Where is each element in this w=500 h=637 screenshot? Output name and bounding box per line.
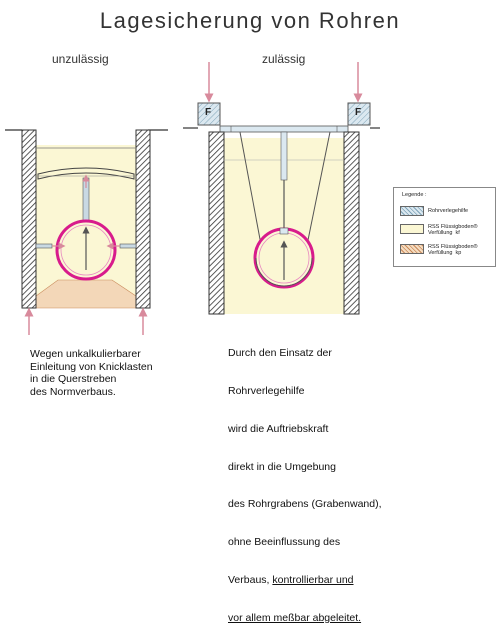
note-line: wird die Auftriebskraft — [228, 422, 329, 435]
legend-swatch-kf — [400, 224, 424, 234]
right-top-beam — [219, 125, 349, 133]
legend-title: Legende : — [402, 192, 427, 198]
legend-label: RSS Flüssigboden® Verfüllung kp — [428, 244, 478, 256]
label-zulaessig: zulässig — [262, 52, 306, 66]
right-wall-right — [343, 131, 360, 315]
note-zulaessig: Durch den Einsatz der Rohrverlegehilfe w… — [228, 322, 382, 637]
left-wall-right — [135, 129, 151, 309]
page-title: Lagesicherung von Rohren — [99, 8, 401, 33]
legend-swatch-kp — [400, 244, 424, 254]
note-line: Verbaus, — [228, 573, 270, 586]
left-wall-left — [21, 129, 37, 309]
left-strut-connector-left — [35, 243, 53, 249]
left-curved-beam — [37, 167, 135, 180]
note-line: des Rohrgrabens (Grabenwand), — [228, 498, 382, 511]
force-label-left: F — [205, 107, 212, 118]
left-strut-connector-right — [119, 243, 137, 249]
note-underlined: kontrollierbar und — [272, 573, 354, 586]
legend-item: Rohrverlegehilfe — [400, 206, 468, 216]
note-line: Rohrverlegehilfe — [228, 384, 305, 397]
legend-item: RSS Flüssigboden® Verfüllung kf — [400, 224, 478, 236]
right-load-block-left — [197, 102, 221, 126]
legend-label: RSS Flüssigboden® Verfüllung kf — [428, 224, 478, 236]
right-diagram — [183, 62, 380, 315]
right-cable-right — [305, 131, 331, 251]
note-unzulaessig: Wegen unkalkulierbarer Einleitung von Kn… — [30, 348, 153, 398]
force-label-right: F — [355, 107, 362, 118]
legend: Legende : Rohrverlegehilfe RSS Flüssigbo… — [393, 187, 496, 267]
right-hanger-rod — [280, 131, 288, 181]
note-line: Durch den Einsatz der — [228, 347, 332, 360]
right-wall-left — [208, 131, 225, 315]
note-line: direkt in die Umgebung — [228, 460, 336, 473]
note-line: ohne Beeinflussung des — [228, 536, 341, 549]
legend-item: RSS Flüssigboden® Verfüllung kp — [400, 244, 478, 256]
right-cable-left — [239, 131, 263, 251]
left-diagram — [5, 129, 168, 335]
legend-swatch-rohrverlegehilfe — [400, 206, 424, 216]
legend-label: Rohrverlegehilfe — [428, 208, 469, 214]
note-underlined: vor allem meßbar abgeleitet. — [228, 611, 362, 624]
diagram-canvas — [5, 62, 380, 335]
right-load-block-right — [347, 102, 371, 126]
label-unzulaessig: unzulässig — [52, 52, 109, 66]
